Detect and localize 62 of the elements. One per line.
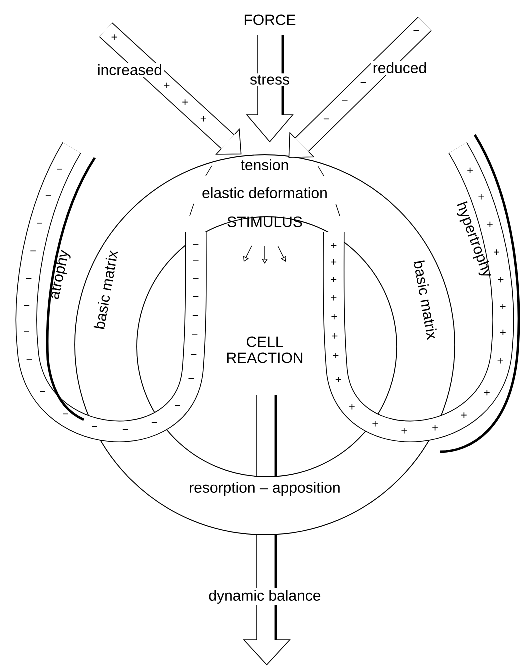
sign-label: − <box>192 315 198 316</box>
sign-label: − <box>175 405 180 406</box>
sign-label: + <box>332 314 338 320</box>
sign-label: − <box>152 422 158 424</box>
sign-label: + <box>164 82 170 88</box>
sign-label: + <box>336 377 342 382</box>
term-label: reduced <box>371 61 429 75</box>
sign-label: + <box>494 250 500 255</box>
sign-label: − <box>342 100 348 102</box>
sign-label: + <box>331 260 337 265</box>
term-label: basic matrix <box>94 250 118 330</box>
sign-label: + <box>402 428 408 434</box>
sign-label: + <box>498 277 504 283</box>
term-label: basic matrix <box>414 260 437 340</box>
term-label: CELL REACTION <box>227 336 303 364</box>
sign-label: − <box>92 426 98 428</box>
sign-label: − <box>63 414 68 415</box>
term-label: stress <box>248 74 292 86</box>
sign-label: − <box>360 82 366 84</box>
term-label: atrophy <box>51 250 71 300</box>
sign-label: + <box>333 353 339 358</box>
sign-label: + <box>331 295 337 301</box>
term-label: dynamic balance <box>207 588 323 606</box>
sign-label: − <box>26 278 32 280</box>
term-label: tension <box>241 160 288 170</box>
sign-label: − <box>188 378 194 380</box>
sign-label: − <box>193 244 199 245</box>
sign-label: + <box>331 277 337 282</box>
sign-label: + <box>350 404 355 410</box>
sign-label: + <box>468 168 473 174</box>
sign-label: − <box>192 334 198 336</box>
sign-label: − <box>191 354 197 356</box>
sign-label: − <box>24 331 30 332</box>
force-label: FORCE <box>244 14 296 26</box>
term-label: STIMULUS <box>228 216 302 228</box>
sign-label: − <box>24 305 30 306</box>
sign-label: − <box>122 429 128 430</box>
sign-label: − <box>193 260 199 262</box>
sign-label: − <box>30 250 36 252</box>
term-label: elastic deformation <box>202 188 327 198</box>
sign-label: − <box>40 391 46 392</box>
term-label: increased <box>96 63 164 78</box>
sign-label: + <box>498 358 504 364</box>
sign-label: + <box>332 334 338 339</box>
sign-label: − <box>414 30 420 32</box>
sign-label: + <box>462 412 467 418</box>
term-label: resorption – apposition <box>188 480 342 498</box>
sign-label: + <box>500 304 506 310</box>
sign-label: + <box>200 116 206 122</box>
sign-label: − <box>193 296 199 298</box>
sign-label: + <box>500 330 506 336</box>
sign-label: + <box>372 421 378 427</box>
sign-label: + <box>182 100 188 105</box>
sign-label: − <box>324 118 330 120</box>
sign-label: − <box>37 222 42 224</box>
sign-label: + <box>432 425 438 431</box>
sign-label: − <box>193 278 199 279</box>
sign-label: − <box>57 168 62 170</box>
sign-label: + <box>484 390 490 396</box>
sign-label: + <box>331 243 337 248</box>
sign-label: + <box>478 194 484 200</box>
sign-label: + <box>112 34 118 40</box>
